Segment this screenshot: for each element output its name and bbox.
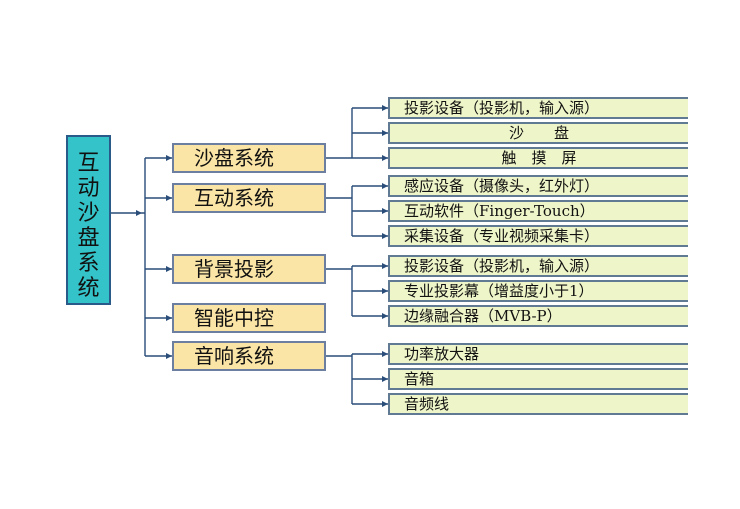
arrow-icon [166, 195, 172, 201]
arrow-icon [382, 233, 388, 239]
leaf-node: 功率放大器 [388, 343, 688, 365]
category-node: 背景投影 [172, 254, 326, 284]
arrow-icon [382, 208, 388, 214]
leaf-node: 专业投影幕（增益度小于1） [388, 280, 688, 302]
category-node: 智能中控 [172, 303, 326, 333]
leaf-node: 触 摸 屏 [388, 147, 688, 169]
root-node: 互动沙盘系统 [66, 135, 111, 305]
arrow-icon [382, 155, 388, 161]
arrow-icon [382, 401, 388, 407]
leaf-node: 感应设备（摄像头，红外灯） [388, 175, 688, 197]
arrow-icon [382, 351, 388, 357]
leaf-node: 采集设备（专业视频采集卡） [388, 225, 688, 247]
leaf-node: 边缘融合器（MVB-P） [388, 305, 688, 327]
category-node: 沙盘系统 [172, 143, 326, 173]
root-label-char: 系 [77, 251, 100, 276]
leaf-node: 沙 盘 [388, 122, 688, 144]
leaf-node: 音箱 [388, 368, 688, 390]
root-label-char: 盘 [77, 226, 100, 251]
leaf-node: 音频线 [388, 393, 688, 415]
leaf-node: 投影设备（投影机，输入源） [388, 97, 688, 119]
root-label-char: 沙 [77, 201, 100, 226]
arrow-icon [166, 266, 172, 272]
arrow-icon [382, 263, 388, 269]
arrow-icon [382, 183, 388, 189]
leaf-node: 投影设备（投影机，输入源） [388, 255, 688, 277]
leaf-node: 互动软件（Finger-Touch） [388, 200, 688, 222]
arrow-icon [382, 376, 388, 382]
arrow-icon [382, 130, 388, 136]
root-label-char: 互 [77, 151, 100, 176]
arrow-icon [382, 105, 388, 111]
category-node: 互动系统 [172, 183, 326, 213]
arrow-icon [166, 315, 172, 321]
arrow-icon [382, 313, 388, 319]
arrow-icon [136, 210, 142, 216]
root-label-char: 统 [77, 276, 100, 301]
arrow-icon [166, 353, 172, 359]
arrow-icon [382, 288, 388, 294]
category-node: 音响系统 [172, 341, 326, 371]
root-label-char: 动 [77, 176, 100, 201]
arrow-icon [166, 155, 172, 161]
root-label: 互动沙盘系统 [68, 151, 109, 301]
